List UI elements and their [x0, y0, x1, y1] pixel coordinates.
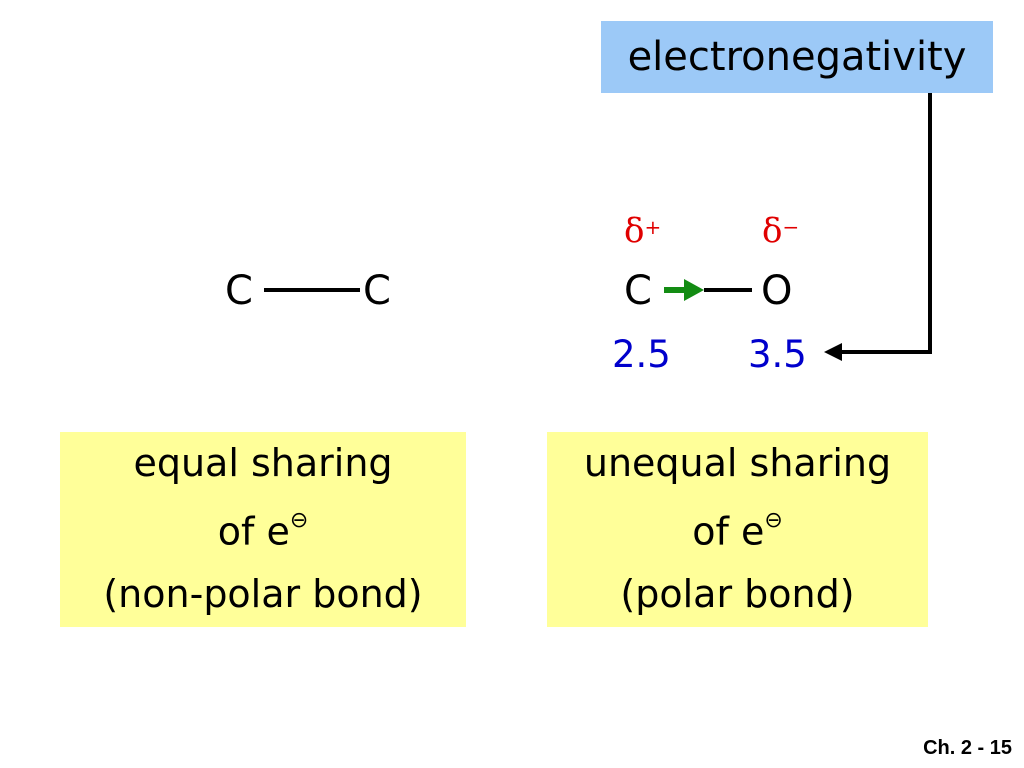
- non-polar-bond-note: equal sharing of e⊖ (non-polar bond): [60, 432, 466, 627]
- atom-c-right: C: [624, 268, 652, 314]
- atom-c-left-2: C: [363, 268, 391, 314]
- atom-o: O: [761, 268, 793, 314]
- note-line-2: of e⊖: [60, 494, 466, 563]
- electronegativity-value-c: 2.5: [612, 333, 671, 376]
- note-line-2: of e⊖: [547, 494, 928, 563]
- note-line-1: equal sharing: [133, 441, 393, 485]
- slide-number: Ch. 2 - 15: [923, 737, 1012, 759]
- delta-minus-label: δ−: [762, 214, 799, 248]
- note-line-2-text: of e: [692, 509, 765, 554]
- delta-minus-sign: −: [782, 215, 800, 239]
- delta-minus-symbol: δ: [762, 211, 783, 251]
- single-bond-line: [264, 288, 360, 292]
- delta-plus-symbol: δ: [624, 211, 645, 251]
- electronegativity-value-o: 3.5: [748, 333, 807, 376]
- atom-c-left-1: C: [225, 268, 253, 314]
- note-line-2-text: of e: [217, 509, 290, 554]
- note-line-1: unequal sharing: [583, 441, 892, 485]
- electron-icon: ⊖: [764, 508, 783, 533]
- polar-bond-arrow: [664, 279, 752, 301]
- electron-icon: ⊖: [289, 508, 309, 533]
- note-line-3: (non-polar bond): [103, 571, 423, 616]
- delta-plus-label: δ+: [624, 214, 661, 248]
- note-line-3: (polar bond): [620, 571, 855, 616]
- delta-plus-sign: +: [644, 215, 662, 239]
- electronegativity-label: electronegativity: [601, 21, 993, 93]
- polar-bond-note: unequal sharing of e⊖ (polar bond): [547, 432, 928, 627]
